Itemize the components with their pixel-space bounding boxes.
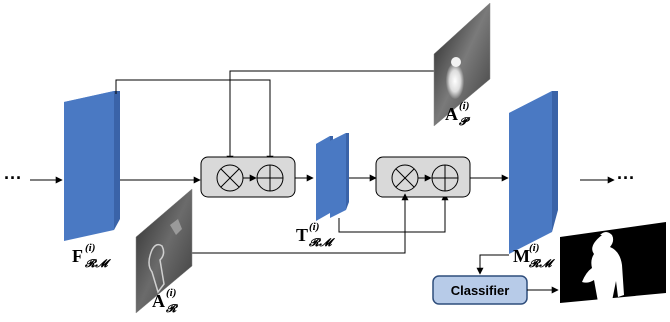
svg-text:T: T [296, 225, 308, 245]
edge-a-r-to-multiply [192, 193, 409, 254]
svg-text:𝓡𝓜: 𝓡𝓜 [308, 237, 335, 249]
svg-text:𝓟: 𝓟 [458, 116, 471, 128]
skip-edge-t-to-add [338, 193, 449, 233]
multiply-icon [391, 164, 419, 192]
classifier-box: Classifier [432, 275, 528, 305]
right-ellipsis: ··· [617, 168, 635, 188]
svg-text:A: A [445, 104, 458, 124]
attention-map-r-image [135, 188, 193, 314]
operator-box-2 [375, 156, 471, 198]
svg-text:(i): (i) [529, 242, 539, 254]
multiply-icon [216, 164, 244, 192]
svg-text:𝓡: 𝓡 [165, 303, 179, 315]
m-rm-block [509, 91, 558, 254]
svg-text:𝓡𝓜: 𝓡𝓜 [528, 258, 555, 270]
attention-map-p-image [433, 2, 491, 127]
add-icon [431, 164, 459, 192]
svg-text:A: A [152, 291, 165, 311]
svg-text:(i): (i) [459, 100, 469, 112]
skip-edge-f-to-add [115, 79, 274, 163]
add-icon [256, 164, 284, 192]
label-a-r: A (i) 𝓡 [152, 287, 179, 315]
svg-text:M: M [513, 246, 530, 266]
svg-text:F: F [72, 246, 83, 266]
edge-a-p-to-multiply [226, 70, 440, 163]
classifier-label: Classifier [451, 283, 510, 298]
svg-text:(i): (i) [309, 221, 319, 233]
f-rm-block [64, 91, 120, 241]
t-rm-block [316, 133, 349, 221]
operator-box-1 [200, 156, 296, 198]
left-ellipsis: ··· [4, 168, 22, 188]
label-f-rm: F (i) 𝓡𝓜 [72, 242, 111, 270]
edge-m-to-classifier [476, 254, 509, 275]
label-m-rm: M (i) 𝓡𝓜 [513, 242, 555, 270]
svg-text:𝓡𝓜: 𝓡𝓜 [84, 258, 111, 270]
output-mask-image [560, 222, 666, 303]
label-t-rm: T (i) 𝓡𝓜 [296, 221, 335, 249]
svg-text:(i): (i) [85, 242, 95, 254]
svg-text:(i): (i) [166, 287, 176, 299]
